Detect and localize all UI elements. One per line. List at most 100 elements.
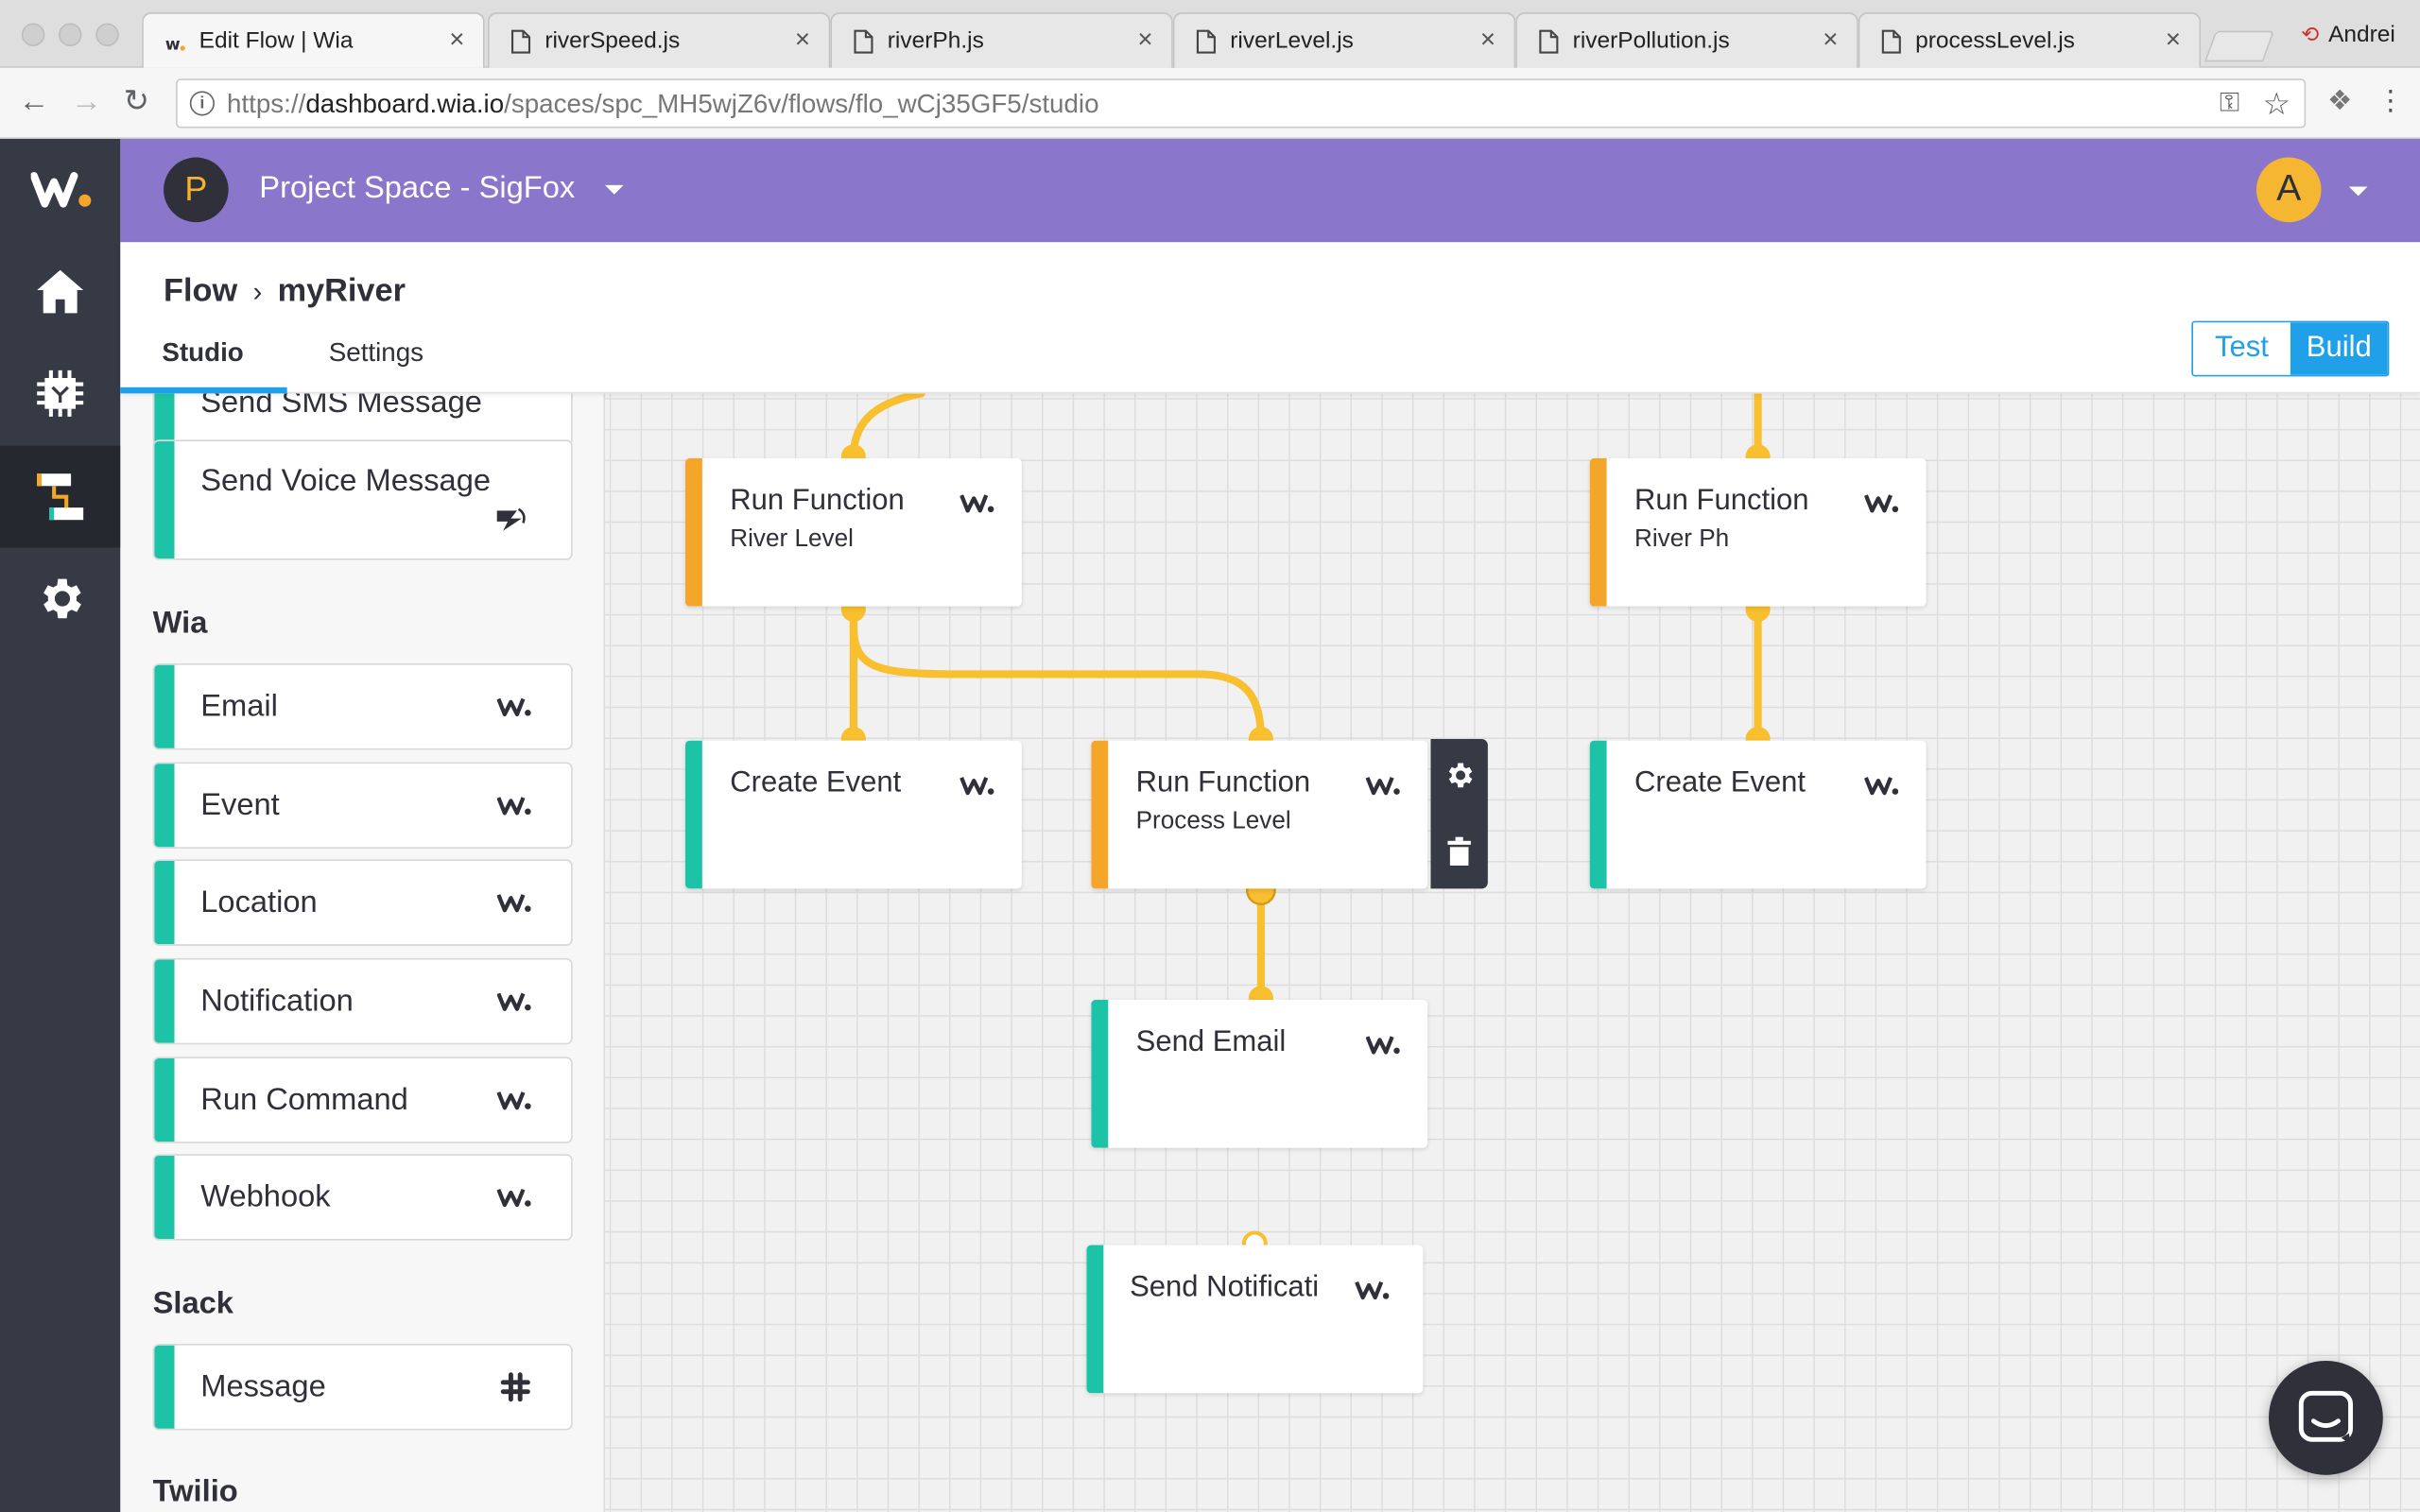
bookmark-star-icon[interactable]: ☆ bbox=[2262, 88, 2290, 122]
chevron-down-icon[interactable] bbox=[2348, 186, 2368, 197]
flow-node-create-event-ph[interactable]: Create Event bbox=[1589, 740, 1927, 889]
flow-node-send-notification[interactable]: Send Notificati bbox=[1086, 1245, 1424, 1394]
slack-icon bbox=[500, 1372, 530, 1402]
forward-arrow-icon[interactable]: → bbox=[71, 84, 102, 119]
build-mode-button[interactable]: Build bbox=[2290, 322, 2388, 375]
node-type-bar bbox=[1589, 457, 1607, 607]
close-icon[interactable]: × bbox=[1137, 25, 1153, 55]
wia-logo-icon bbox=[959, 777, 994, 796]
wia-logo-icon bbox=[496, 992, 531, 1011]
tab-settings[interactable]: Settings bbox=[328, 337, 424, 368]
nav-settings[interactable] bbox=[0, 548, 120, 650]
sync-error-icon: ⟲ bbox=[2301, 21, 2320, 46]
test-mode-button[interactable]: Test bbox=[2192, 322, 2290, 375]
palette-item-label: Message bbox=[200, 1369, 326, 1404]
browser-tab-riverpollution[interactable]: riverPollution.js × bbox=[1515, 12, 1858, 68]
space-avatar[interactable]: P bbox=[164, 157, 229, 223]
palette-item-event[interactable]: Event bbox=[152, 762, 573, 849]
tab-title: riverPh.js bbox=[887, 27, 984, 55]
breadcrumb: Flow›myRiver bbox=[164, 273, 406, 310]
palette-item-label: Send Voice Message bbox=[200, 464, 492, 499]
wia-logo[interactable] bbox=[30, 170, 93, 210]
tab-studio[interactable]: Studio bbox=[162, 337, 244, 368]
node-delete-icon[interactable] bbox=[1446, 836, 1473, 868]
url-text: https://dashboard.wia.io/spaces/spc_MH5w… bbox=[226, 89, 1099, 119]
svg-text:w: w bbox=[165, 35, 181, 54]
node-subtitle: Process Level bbox=[1135, 808, 1291, 835]
node-settings-icon[interactable] bbox=[1443, 759, 1476, 791]
wia-logo-icon bbox=[1355, 1280, 1390, 1300]
browser-toolbar: ← → ↻ i https://dashboard.wia.io/spaces/… bbox=[0, 67, 2420, 139]
browser-profile[interactable]: ⟲ Andrei bbox=[2301, 22, 2395, 48]
home-icon bbox=[37, 269, 84, 314]
browser-tab-processlevel[interactable]: processLevel.js × bbox=[1858, 12, 2202, 68]
window-zoom-button[interactable] bbox=[95, 23, 119, 46]
wia-logo-icon bbox=[496, 697, 531, 717]
palette-item-label: Email bbox=[200, 689, 278, 724]
wire-river-level-to-process bbox=[849, 621, 1265, 744]
chevron-down-icon[interactable] bbox=[604, 184, 624, 195]
window-minimize-button[interactable] bbox=[59, 23, 82, 46]
support-chat-button[interactable] bbox=[2268, 1360, 2383, 1475]
palette-item-location[interactable]: Location bbox=[152, 859, 573, 946]
window-close-button[interactable] bbox=[21, 23, 45, 46]
address-bar[interactable]: i https://dashboard.wia.io/spaces/spc_MH… bbox=[176, 78, 2307, 129]
node-title: Send Email bbox=[1135, 1025, 1287, 1058]
dropbox-extension-icon[interactable]: ❖ bbox=[2327, 84, 2353, 116]
new-tab-button[interactable] bbox=[2204, 30, 2274, 62]
palette-item-email[interactable]: Email bbox=[152, 663, 573, 750]
tab-title: Edit Flow | Wia bbox=[199, 27, 354, 55]
wia-logo-icon bbox=[959, 494, 994, 513]
flow-node-run-function-process-level[interactable]: Run Function Process Level bbox=[1091, 740, 1428, 889]
browser-tab-riverph[interactable]: riverPh.js × bbox=[830, 12, 1173, 68]
close-icon[interactable]: × bbox=[1823, 25, 1839, 55]
palette-item-webhook[interactable]: Webhook bbox=[152, 1154, 573, 1241]
wia-logo-icon bbox=[496, 894, 531, 913]
back-arrow-icon[interactable]: ← bbox=[18, 84, 50, 119]
palette-item-send-voice-message[interactable]: Send Voice Message bbox=[152, 439, 573, 560]
palette-item-label: Event bbox=[200, 788, 280, 823]
profile-name: Andrei bbox=[2328, 21, 2395, 48]
password-key-icon[interactable]: ⚿ bbox=[2219, 88, 2239, 118]
close-icon[interactable]: × bbox=[794, 25, 811, 55]
node-title: Run Function bbox=[730, 484, 905, 517]
browser-tab-riverspeed[interactable]: riverSpeed.js × bbox=[487, 12, 831, 68]
nav-flows[interactable] bbox=[0, 445, 121, 548]
tab-title: processLevel.js bbox=[1915, 27, 2075, 55]
browser-menu-icon[interactable]: ⋮ bbox=[2377, 84, 2405, 116]
node-type-bar bbox=[1091, 999, 1109, 1148]
close-icon[interactable]: × bbox=[449, 25, 465, 55]
node-toolbar bbox=[1430, 739, 1488, 889]
flows-icon bbox=[37, 473, 84, 521]
flow-node-send-email[interactable]: Send Email bbox=[1091, 999, 1428, 1148]
nav-home[interactable] bbox=[0, 241, 120, 343]
flow-node-create-event[interactable]: Create Event bbox=[684, 740, 1022, 889]
wia-logo-icon bbox=[1365, 777, 1400, 796]
close-icon[interactable]: × bbox=[1479, 25, 1496, 55]
palette-item-slack-message[interactable]: Message bbox=[152, 1344, 573, 1431]
palette-item-notification[interactable]: Notification bbox=[152, 957, 573, 1045]
document-icon bbox=[510, 29, 531, 54]
site-info-icon[interactable]: i bbox=[189, 91, 215, 116]
palette-item-run-command[interactable]: Run Command bbox=[152, 1057, 573, 1143]
flow-node-run-function-river-level[interactable]: Run Function River Level bbox=[684, 457, 1022, 607]
space-switcher[interactable]: Project Space - SigFox bbox=[259, 171, 576, 206]
wia-logo-icon bbox=[496, 797, 531, 816]
wia-logo-icon bbox=[496, 1188, 531, 1208]
browser-tab-edit-flow[interactable]: w Edit Flow | Wia × bbox=[142, 12, 485, 68]
user-avatar[interactable]: A bbox=[2256, 157, 2322, 223]
flow-node-run-function-river-ph[interactable]: Run Function River Ph bbox=[1589, 457, 1927, 607]
flow-canvas[interactable]: Run Function River Level Run Function Ri… bbox=[604, 393, 2420, 1512]
close-icon[interactable]: × bbox=[2165, 25, 2181, 55]
app-sidebar bbox=[0, 138, 121, 1512]
tab-title: riverSpeed.js bbox=[544, 27, 681, 55]
breadcrumb-flow-link[interactable]: Flow bbox=[164, 272, 238, 309]
node-title: Send Notificati bbox=[1130, 1271, 1320, 1304]
node-type-bar bbox=[1589, 740, 1607, 889]
node-type-bar bbox=[684, 740, 702, 889]
wia-favicon-icon: w bbox=[165, 35, 185, 54]
nav-devices[interactable] bbox=[0, 342, 120, 444]
browser-tab-riverlevel[interactable]: riverLevel.js × bbox=[1172, 12, 1516, 68]
reload-icon[interactable]: ↻ bbox=[123, 84, 149, 119]
palette-item-send-sms[interactable]: Send SMS Message bbox=[152, 393, 573, 446]
